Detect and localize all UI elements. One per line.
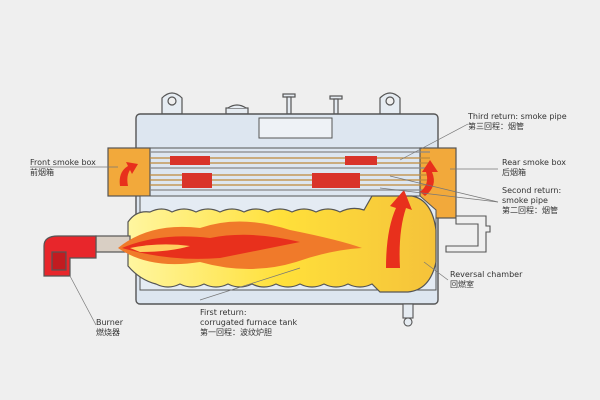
bottom-drain	[402, 303, 414, 327]
pipe-flow-markers	[170, 156, 377, 188]
label-burner: Burner 燃烧器	[96, 318, 123, 338]
reversal-chamber-en: Reversal chamber	[450, 270, 523, 279]
label-third-return: Third return: smoke pipe 第三回程：烟管	[468, 112, 567, 132]
second-return-en2: smoke pipe	[502, 196, 548, 205]
flue-outlet	[445, 215, 491, 253]
label-front-smoke-box: Front smoke box 前烟箱	[30, 158, 96, 178]
burner-zh: 燃烧器	[96, 328, 120, 337]
third-return-zh: 第三回程：烟管	[468, 122, 524, 131]
front-smoke-box-en: Front smoke box	[30, 158, 96, 167]
label-rear-smoke-box: Rear smoke box 后烟箱	[502, 158, 566, 178]
first-return-en2: corrugated furnace tank	[200, 318, 298, 327]
burner-en: Burner	[96, 318, 123, 327]
rear-smoke-box-zh: 后烟箱	[502, 168, 526, 177]
second-return-en1: Second return:	[502, 186, 562, 195]
flame	[118, 221, 362, 269]
label-reversal-chamber: Reversal chamber 回燃室	[450, 270, 522, 290]
rear-smoke-box-en: Rear smoke box	[502, 158, 566, 167]
flow-arrows	[119, 160, 438, 268]
third-return-en: Third return: smoke pipe	[468, 112, 567, 121]
reversal-chamber-zh: 回燃室	[450, 280, 474, 289]
first-return-zh: 第一回程：波纹炉胆	[200, 328, 272, 337]
label-first-return: First return: corrugated furnace tank 第一…	[200, 308, 297, 338]
front-smoke-box	[107, 147, 151, 197]
second-return-zh: 第二回程：烟管	[502, 206, 558, 215]
front-smoke-box-zh: 前烟箱	[30, 168, 54, 177]
label-second-return: Second return: smoke pipe 第二回程：烟管	[502, 186, 561, 216]
top-fittings	[161, 92, 401, 115]
leader-lines	[30, 123, 499, 326]
burner	[43, 235, 131, 277]
first-return-en1: First return:	[200, 308, 247, 317]
